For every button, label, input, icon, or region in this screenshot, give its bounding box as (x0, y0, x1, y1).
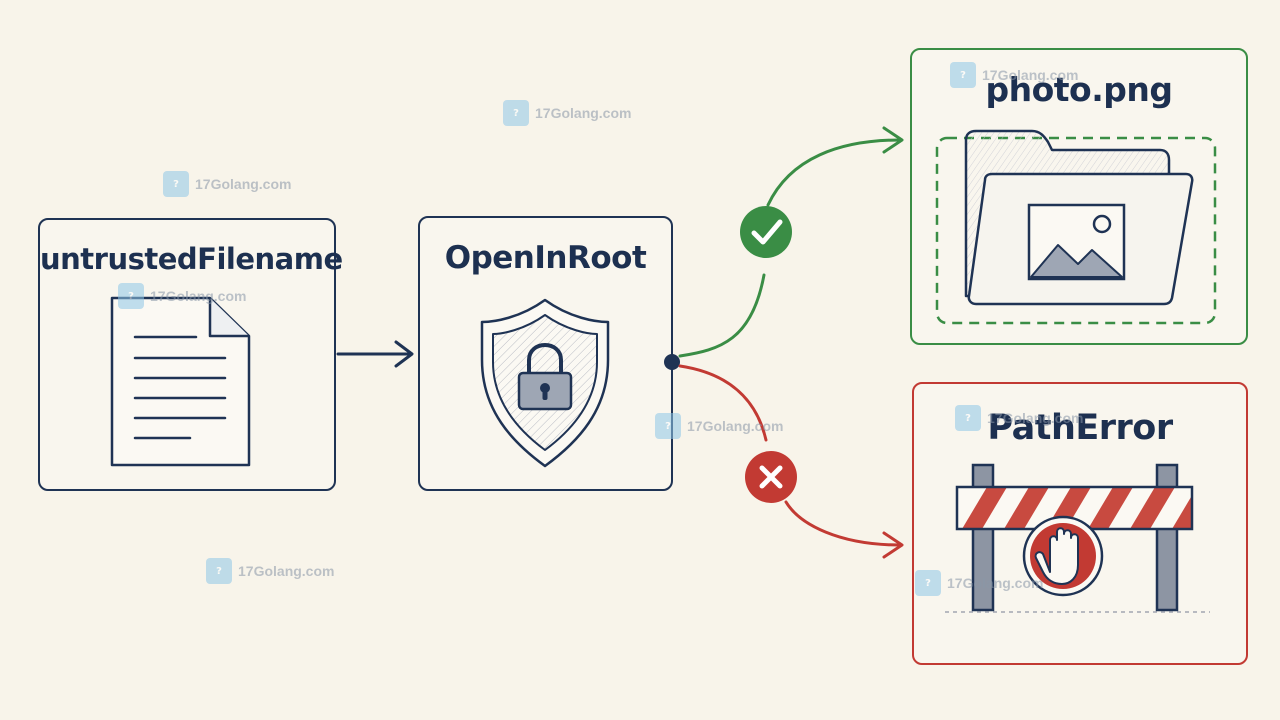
failure-node-label: PathError (987, 408, 1173, 448)
failure-path (678, 364, 904, 559)
junction-dot (664, 354, 680, 370)
barrier-stop-hand-icon (945, 463, 1210, 613)
input-node-label: untrustedFilename (40, 242, 343, 276)
success-path (678, 126, 904, 358)
cross-icon (745, 451, 797, 503)
check-icon (740, 206, 792, 258)
guard-node-label: OpenInRoot (444, 240, 647, 276)
document-icon (110, 296, 251, 467)
success-node-label: photo.png (985, 70, 1173, 109)
arrow-input-to-guard (336, 340, 414, 368)
shield-lock-icon (480, 298, 610, 468)
folder-image-icon (935, 129, 1217, 325)
